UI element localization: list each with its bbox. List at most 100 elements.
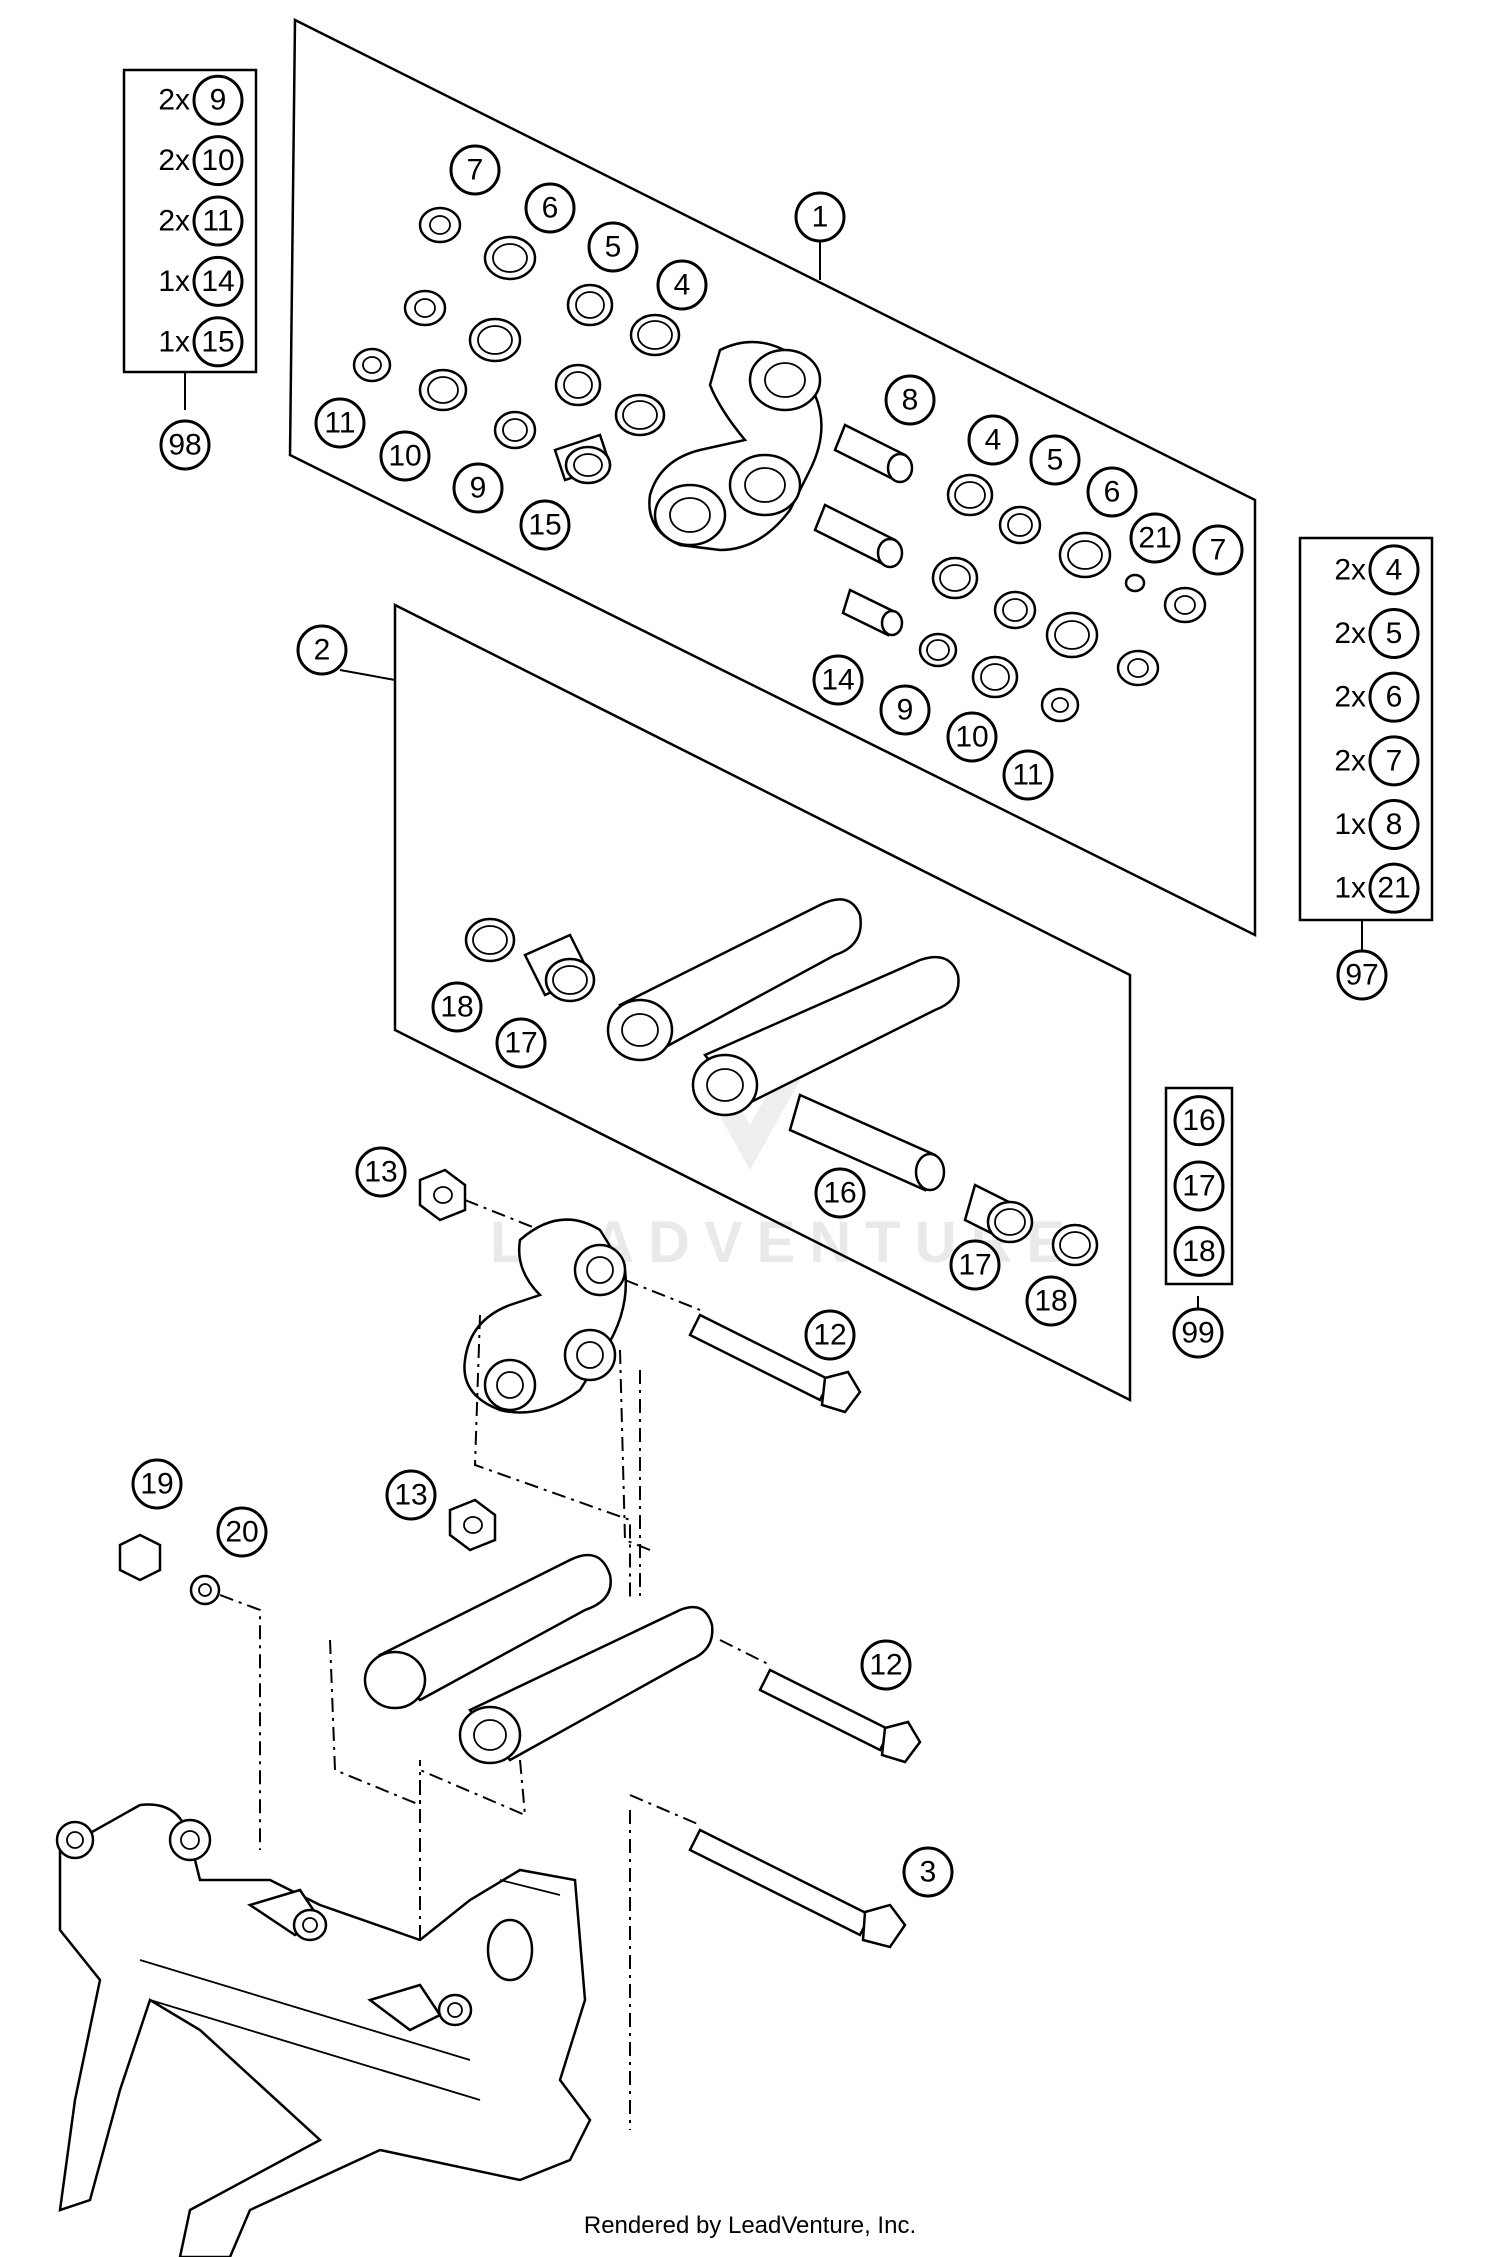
callout-c16-label: 16 [823, 1177, 856, 1210]
kit97-label: 97 [1336, 949, 1388, 1001]
callout-c16: 16 [814, 1167, 866, 1219]
callout-c19: 19 [131, 1458, 183, 1510]
kit98-item-4-label: 15 [201, 325, 234, 358]
callout-c13a-label: 13 [364, 1156, 397, 1189]
callout-c8-label: 8 [902, 384, 919, 417]
callout-c6b-label: 6 [1104, 476, 1121, 509]
callout-c9a-label: 9 [470, 472, 487, 505]
svg-text:2x: 2x [158, 84, 190, 117]
callout-c1-label: 1 [812, 201, 829, 234]
ring-6-right [1058, 531, 1112, 579]
kit98-item-3-label: 14 [201, 265, 234, 298]
ring-21 [1124, 573, 1146, 593]
svg-text:1x: 1x [1334, 808, 1366, 841]
callout-c20-label: 20 [225, 1516, 258, 1549]
callout-c21: 21 [1129, 512, 1181, 564]
callout-c4a: 4 [656, 259, 708, 311]
callout-c10b-label: 10 [955, 721, 988, 754]
callout-c3: 3 [902, 1846, 954, 1898]
callout-c7b: 7 [1192, 524, 1244, 576]
kit-99 [1164, 1086, 1234, 1286]
kit97-qty-5: 1x [1334, 872, 1366, 905]
callout-c6b: 6 [1086, 466, 1138, 518]
kit99-label-label: 99 [1181, 1317, 1214, 1350]
callout-layer: 1234455667789910101111121213131415161718… [131, 144, 1244, 1898]
push-rod-2 [617, 898, 862, 1052]
kit97-item-3-label: 7 [1386, 744, 1403, 777]
kit97-item-2-label: 6 [1386, 681, 1403, 714]
kit-97 [1298, 536, 1434, 922]
callout-c17b: 17 [949, 1239, 1001, 1291]
callout-c7b-label: 7 [1210, 534, 1227, 567]
kit97-item-4: 8 [1368, 799, 1420, 850]
svg-text:1x: 1x [1334, 872, 1366, 905]
kit97-item-5: 21 [1368, 862, 1420, 914]
assembly-parts [55, 1168, 922, 2257]
callout-c13b: 13 [385, 1469, 437, 1521]
washer-9b-left [493, 410, 537, 450]
callout-c13a: 13 [355, 1146, 407, 1198]
panel-1-parts [352, 206, 1207, 723]
callout-c12a-label: 12 [813, 1319, 846, 1352]
seal-10-left [403, 289, 447, 327]
callout-c5a-label: 5 [605, 231, 622, 264]
kit99-item-1: 17 [1173, 1160, 1225, 1212]
kit97-item-0-label: 4 [1386, 553, 1403, 586]
callout-c2: 2 [296, 624, 348, 676]
panel-2-parts [464, 898, 1099, 1267]
ring-10-left [418, 368, 468, 412]
callout-c6a-label: 6 [542, 192, 559, 225]
kit99-item-0-label: 16 [1182, 1104, 1215, 1137]
callout-c8: 8 [884, 374, 936, 426]
callout-c15: 15 [519, 499, 571, 551]
bolt-12-lower [758, 1668, 892, 1752]
kit98-item-3: 14 [192, 255, 244, 307]
bolt-3 [688, 1828, 872, 1937]
kit97-qty-3: 2x [1334, 744, 1366, 777]
callout-c19-label: 19 [140, 1468, 173, 1501]
callout-c9b: 9 [879, 684, 931, 736]
sleeve-16 [788, 1093, 937, 1192]
callout-c9a: 9 [452, 462, 504, 514]
kit98-label-label: 98 [168, 429, 201, 462]
callout-c6a: 6 [524, 182, 576, 234]
washer-20 [189, 1574, 221, 1606]
kit98-item-0-label: 9 [210, 84, 227, 117]
callout-c2-label: 2 [314, 634, 331, 667]
nut-13-top [418, 1168, 467, 1222]
bolt-12-top [688, 1313, 832, 1402]
callout-c17b-label: 17 [958, 1249, 991, 1282]
callout-c20: 20 [216, 1506, 268, 1558]
callout-c11b-label: 11 [1012, 759, 1043, 792]
svg-text:2x: 2x [1334, 744, 1366, 777]
kit98-item-1: 10 [192, 135, 244, 187]
kit98-item-2: 11 [192, 195, 244, 247]
callout-c7a: 7 [449, 144, 501, 196]
callout-c17: 17 [495, 1017, 547, 1069]
footer-credit: Rendered by LeadVenture, Inc. [583, 2212, 917, 2239]
callout-c10a-label: 10 [388, 440, 421, 473]
callout-c10a: 10 [379, 430, 431, 482]
nut-13-lower [448, 1498, 497, 1552]
nut-19 [118, 1533, 162, 1582]
kit98-item-4: 15 [192, 316, 244, 368]
callout-c7a-label: 7 [467, 154, 484, 187]
frame [58, 1803, 592, 2257]
callout-c13b-label: 13 [394, 1479, 427, 1512]
callout-c3-label: 3 [920, 1856, 937, 1889]
callout-c4a-label: 4 [674, 269, 691, 302]
kit99-item-0: 16 [1173, 1095, 1225, 1147]
callout-c21-label: 21 [1138, 522, 1171, 555]
panel-2-outline [393, 602, 1132, 1403]
callout-c11b: 11 [1002, 749, 1054, 801]
kit98-qty-0: 2x [158, 84, 190, 117]
svg-text:2x: 2x [1334, 681, 1366, 714]
callout-c17-label: 17 [504, 1027, 537, 1060]
callout-c12a: 12 [804, 1309, 856, 1361]
kit97-qty-0: 2x [1334, 553, 1366, 586]
kit98-item-2-label: 11 [202, 205, 233, 238]
kit98-label: 98 [159, 419, 211, 471]
callout-c18: 18 [431, 981, 483, 1033]
